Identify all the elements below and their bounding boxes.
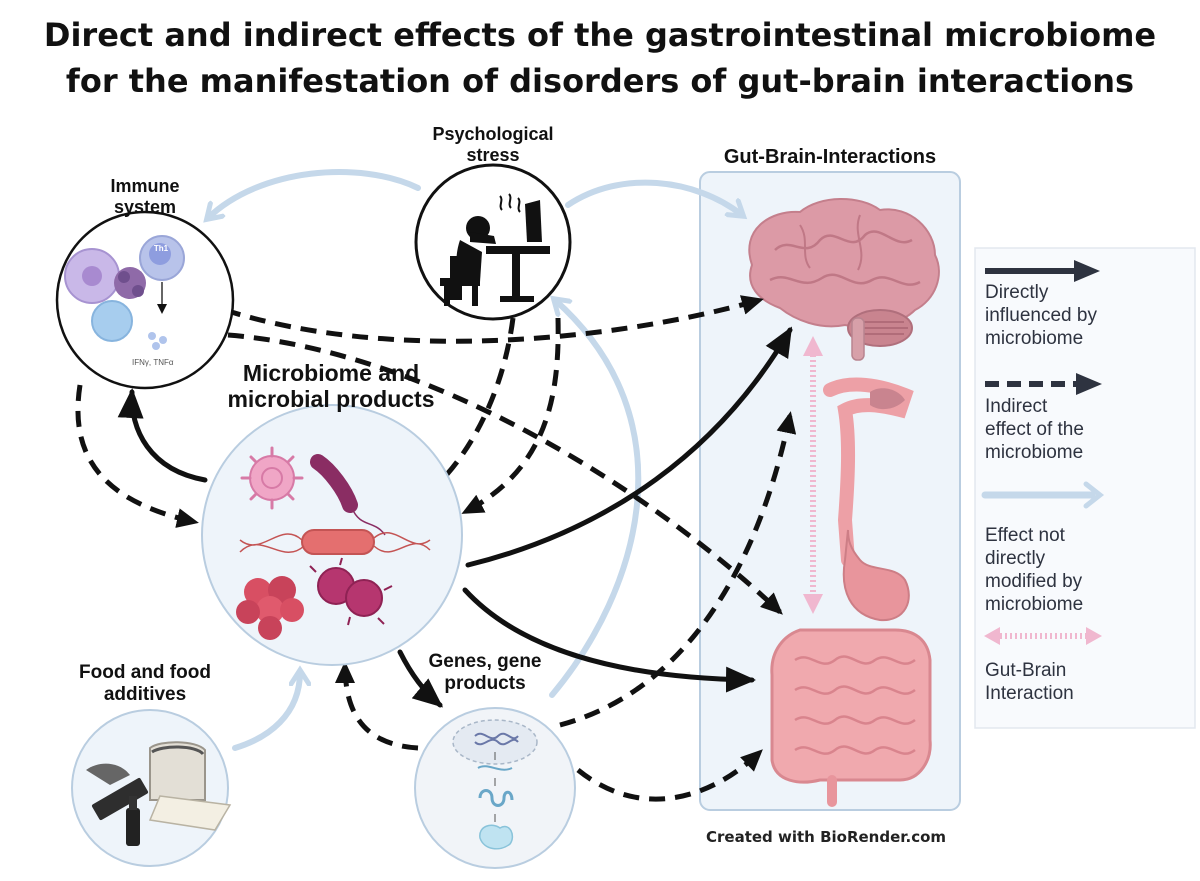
food-label-line-1: Food and food [79, 662, 211, 683]
stress-label-line-2: stress [466, 144, 520, 165]
microbiome-label-line-2: microbial products [227, 386, 435, 413]
gut-brain-interaction-arrow [803, 336, 823, 614]
legend-item-not-modified: Effect not directly modified by microbio… [985, 524, 1083, 616]
title-line-1: Direct and indirect effects of the gastr… [43, 16, 1157, 54]
arrow-stress-to-microbiome-1 [438, 317, 516, 484]
figure-title: Direct and indirect effects of the gastr… [0, 12, 1200, 104]
immune-label: Immune system [90, 176, 200, 217]
food-node [71, 709, 232, 867]
legend-indirect-line-3: microbiome [985, 442, 1084, 463]
immune-system-node [55, 210, 235, 390]
microbiome-label: Microbiome and microbial products [196, 360, 466, 413]
stress-label-line-1: Psychological [432, 124, 554, 144]
cytokines-label: IFNγ, TNFα [132, 358, 174, 367]
legend-symbol-solid [985, 260, 1100, 282]
arrow-immune-to-brain [224, 295, 764, 344]
arrow-food-to-microbiome [232, 672, 300, 751]
credit-text: Created with BioRender.com [706, 828, 947, 846]
diplococcus-icon [309, 557, 393, 626]
genes-label-line-2: products [444, 672, 526, 694]
genes-label: Genes, gene products [415, 651, 555, 695]
title-line-2: for the manifestation of disorders of gu… [65, 62, 1135, 100]
legend-symbol-light [981, 481, 1105, 509]
legend-item-gut-brain: Gut-Brain Interaction [985, 659, 1074, 705]
legend-indirect-line-2: effect of the [985, 419, 1084, 440]
arrow-microbiome-to-immune [117, 388, 208, 483]
legend-indirect-line-1: Indirect [985, 396, 1048, 417]
legend-item-direct: Directly influenced by microbiome [985, 281, 1097, 350]
dashed-arrows [75, 295, 797, 802]
food-label-line-2: additives [103, 683, 187, 705]
solid-arrows [117, 326, 793, 708]
food-label: Food and food additives [60, 662, 230, 706]
legend-symbol-dashed [985, 373, 1102, 395]
arrow-stress-to-microbiome-2 [461, 317, 561, 515]
genes-label-line-1: Genes, gene [428, 651, 542, 672]
stress-node [414, 163, 572, 321]
arrow-stress-to-immune [208, 169, 421, 218]
legend-not-modified-line-2: directly [985, 548, 1046, 569]
arrow-immune-to-gut [227, 332, 783, 615]
stress-label: Psychological stress [413, 124, 573, 165]
arrow-genes-to-brain [559, 411, 797, 728]
legend-gut-brain-line-2: Interaction [985, 683, 1074, 704]
gut-illustration [770, 377, 932, 807]
immune-label-line-1: Immune [110, 176, 180, 196]
food-items-icon [86, 741, 232, 846]
arrow-genes-to-stress [549, 300, 642, 698]
arrow-stress-to-brain [565, 179, 742, 215]
arrow-genes-to-gut [576, 749, 763, 802]
arrow-microbiome-to-gut [462, 587, 756, 693]
cocci-cluster-icon [236, 576, 304, 640]
light-arrows [208, 169, 742, 751]
legend-symbols [981, 260, 1105, 645]
bacterium-rod-icon [239, 529, 431, 555]
arrow-microbiome-to-genes [397, 649, 444, 708]
legend-direct-line-2: influenced by [985, 305, 1097, 326]
gut-brain-panel-label: Gut-Brain-Interactions [723, 146, 937, 168]
legend-gut-brain-line-1: Gut-Brain [985, 660, 1067, 681]
arrow-microbiome-to-brain [465, 326, 793, 568]
legend-not-modified-line-1: Effect not [985, 525, 1065, 546]
genes-node [414, 707, 576, 869]
legend-direct-line-1: Directly [985, 282, 1049, 303]
legend-panel [974, 247, 1196, 729]
microbiome-node [201, 404, 463, 666]
legend-symbol-dotted [984, 627, 1102, 645]
bacterium-curved-icon [310, 454, 386, 536]
legend-item-indirect: Indirect effect of the microbiome [985, 395, 1084, 464]
th1-cell-label: Th1 [153, 244, 169, 253]
virus-icon [240, 446, 304, 510]
microbiome-label-line-1: Microbiome and [242, 360, 420, 386]
legend-not-modified-line-4: microbiome [985, 594, 1084, 615]
brain-illustration [748, 198, 940, 361]
immune-label-line-2: system [113, 196, 177, 217]
legend-not-modified-line-3: modified by [985, 571, 1083, 592]
legend-direct-line-3: microbiome [985, 328, 1084, 349]
stressed-person-icon [440, 193, 550, 306]
arrow-immune-to-microbiome [75, 384, 199, 528]
arrow-genes-to-microbiome [335, 661, 419, 751]
